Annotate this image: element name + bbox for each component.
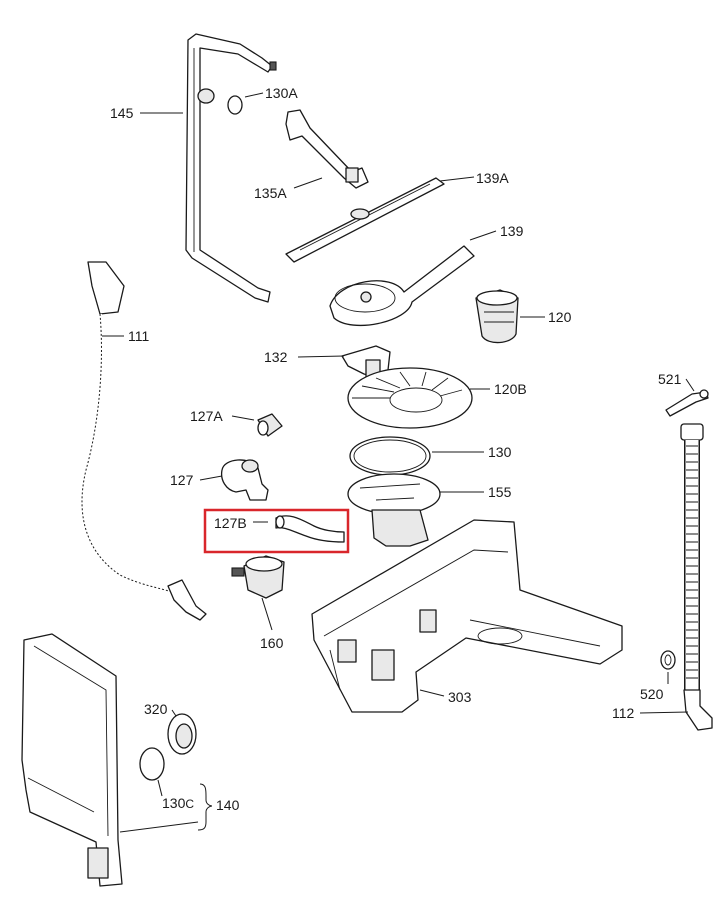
callout-127B: 127B <box>214 515 247 531</box>
callout-520: 520 <box>640 686 664 702</box>
callout-120: 120 <box>548 309 572 325</box>
callout-155: 155 <box>488 484 512 500</box>
part-139-lower-spray-arm <box>329 245 475 326</box>
callout-130C-number: 130 <box>162 795 186 811</box>
callout-140: 140 <box>216 797 240 813</box>
callout-139A: 139A <box>476 170 509 186</box>
callout-132: 132 <box>264 349 288 365</box>
callout-135A: 135A <box>254 185 287 201</box>
callout-111: 111 <box>128 328 149 344</box>
callout-320: 320 <box>144 701 168 717</box>
part-140-access-panel <box>21 633 123 887</box>
callout-130: 130 <box>488 444 512 460</box>
part-130-gasket <box>349 436 431 476</box>
part-521-hose-clip <box>665 389 709 417</box>
part-130A-o-ring <box>227 95 243 115</box>
part-520-hose-connector <box>660 650 676 670</box>
part-320-seal-ring <box>167 713 197 755</box>
part-130C-o-ring <box>139 747 165 781</box>
callout-130C-suffix: C <box>185 797 194 811</box>
callout-139: 139 <box>500 223 524 239</box>
highlight-box-127B <box>203 508 350 554</box>
callout-303: 303 <box>448 689 472 705</box>
callout-145: 145 <box>110 105 134 121</box>
part-303-base-tray <box>311 519 623 713</box>
part-139A-upper-spray-arm <box>285 177 445 263</box>
part-160-drain-pump <box>231 555 285 599</box>
callout-130C: 130C <box>162 795 194 811</box>
callout-112: 112 <box>612 705 635 721</box>
part-120-circulation-pump <box>475 289 519 344</box>
callout-130A: 130A <box>265 85 298 101</box>
part-112-drain-hose <box>680 423 713 731</box>
part-145-supply-tube <box>185 33 277 303</box>
callout-127A: 127A <box>190 408 223 424</box>
part-135A-spray-manifold <box>285 109 369 189</box>
part-127A-hose-coupling <box>257 413 283 437</box>
part-111-inlet-hose <box>80 261 207 621</box>
part-155-sump-assembly <box>347 473 441 547</box>
callout-160: 160 <box>260 635 284 651</box>
part-127-hose-elbow <box>220 459 269 501</box>
callout-120B: 120B <box>494 381 527 397</box>
part-127B-drain-hose <box>275 515 345 543</box>
part-120B-filter-plate <box>347 367 473 429</box>
callout-127: 127 <box>170 472 194 488</box>
bracket-140 <box>197 783 213 831</box>
callout-521: 521 <box>658 371 682 387</box>
